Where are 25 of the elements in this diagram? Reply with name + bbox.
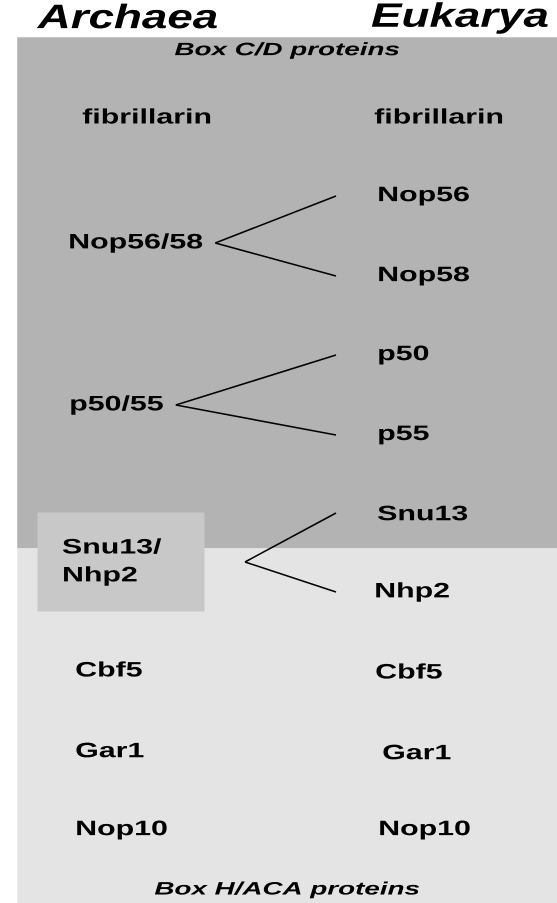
column-heading: Archaea [36, 4, 217, 28]
protein-box: Snu13/ Nhp2 [38, 512, 204, 612]
protein-name: Nop10 [380, 820, 470, 840]
protein-name: Cbf5 [376, 663, 442, 679]
protein-name: fibrillarin [374, 108, 502, 124]
branch-line [176, 404, 336, 436]
protein-name: Gar1 [383, 744, 450, 760]
protein-name: Nhp2 [376, 582, 449, 602]
protein-name: Cbf5 [76, 661, 142, 677]
branch-line [214, 195, 336, 244]
branch-line [176, 354, 336, 406]
branch-line [244, 561, 336, 593]
protein-name: Nop56/58 [70, 233, 202, 253]
protein-name: p55 [379, 426, 429, 444]
protein-name: p50 [379, 346, 428, 364]
protein-name: Nop10 [77, 820, 167, 840]
protein-name: Gar1 [76, 742, 144, 758]
protein-name: Nop56 [379, 186, 469, 206]
protein-name: p50/55 [71, 395, 163, 415]
protein-name: Snu13 [378, 506, 468, 520]
branch-line [244, 512, 336, 563]
protein-name: fibrillarin [82, 108, 210, 124]
protein-name: Nop58 [379, 266, 469, 286]
column-heading: Eukarya [372, 2, 548, 34]
branch-line [215, 242, 336, 277]
